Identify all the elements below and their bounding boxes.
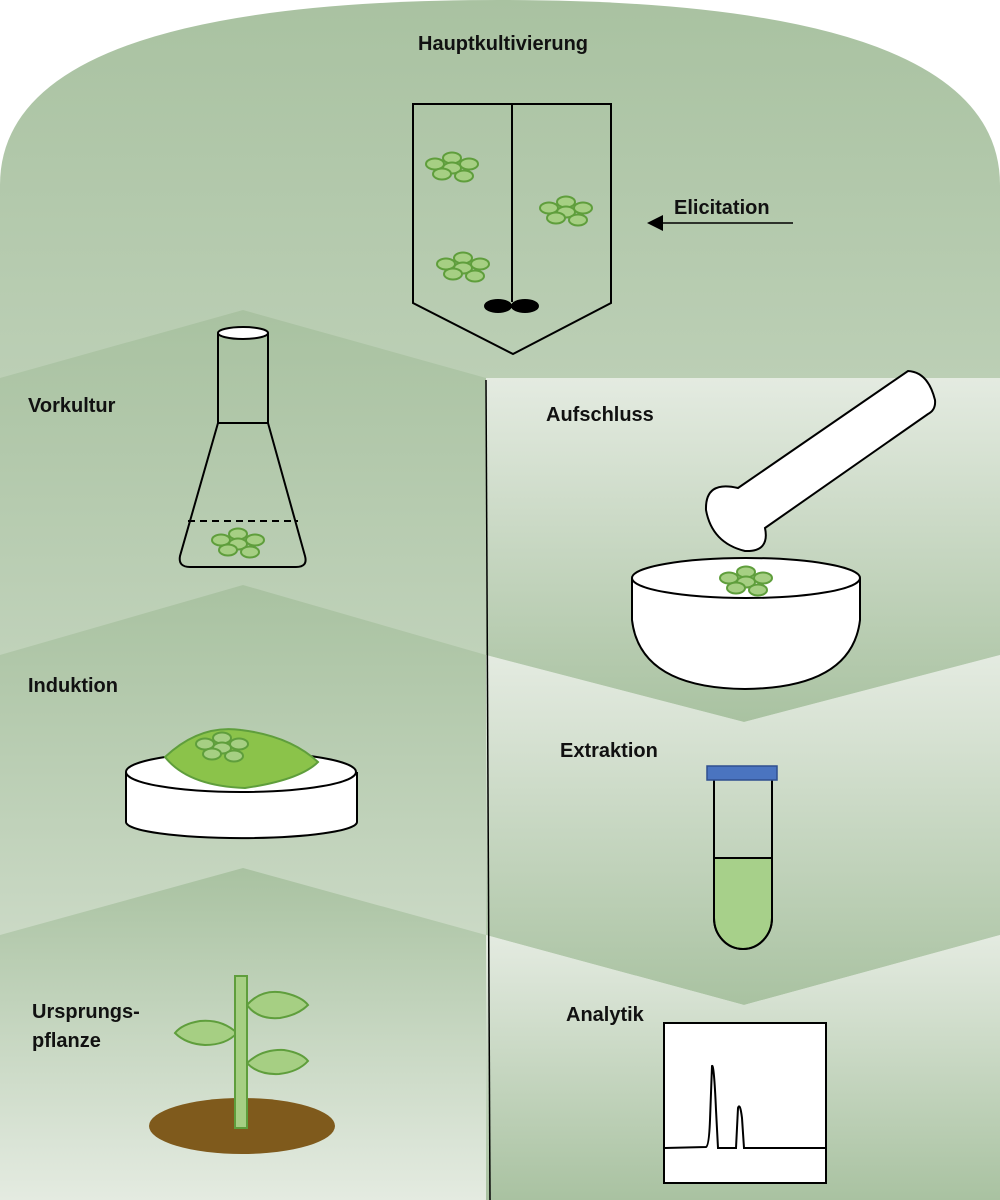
cell-icon	[443, 267, 463, 281]
leaf-icon	[245, 1048, 310, 1076]
label-hauptkultivierung: Hauptkultivierung	[418, 33, 589, 55]
test-tube-icon	[706, 765, 778, 950]
cell-cluster	[436, 251, 490, 283]
cell-icon	[459, 157, 479, 171]
cell-cluster	[211, 527, 265, 559]
cell-icon	[573, 201, 593, 215]
tube-cap-icon	[706, 765, 778, 781]
chromatogram-icon	[663, 1022, 827, 1184]
cell-icon	[229, 737, 249, 751]
cell-icon	[726, 581, 746, 595]
cell-icon	[546, 211, 566, 225]
column-divider	[485, 379, 491, 1200]
cell-icon	[224, 749, 244, 763]
label-induktion: Induktion	[28, 675, 118, 697]
stem-icon	[234, 975, 248, 1129]
cell-icon	[568, 213, 588, 227]
cell-cluster	[195, 731, 249, 763]
cell-icon	[240, 545, 260, 559]
label-elicitation: Elicitation	[674, 197, 770, 219]
plant-icon	[149, 975, 335, 1154]
cell-cluster	[425, 151, 479, 183]
bioreactor-icon	[412, 103, 612, 356]
label-ursprungspflanze-line2: pflanze	[32, 1030, 101, 1052]
cell-icon	[218, 543, 238, 557]
label-vorkultur: Vorkultur	[28, 395, 116, 417]
cell-icon	[432, 167, 452, 181]
label-analytik: Analytik	[566, 1004, 644, 1026]
cell-icon	[202, 747, 222, 761]
cell-icon	[470, 257, 490, 271]
cell-icon	[454, 169, 474, 183]
cell-cluster	[719, 565, 773, 597]
label-extraktion: Extraktion	[560, 740, 658, 762]
cell-icon	[245, 533, 265, 547]
label-aufschluss: Aufschluss	[546, 404, 654, 426]
cell-icon	[753, 571, 773, 585]
band-extraktion	[486, 655, 1000, 1005]
leaf-icon	[245, 990, 310, 1020]
leaf-icon	[173, 1019, 239, 1047]
cell-icon	[748, 583, 768, 597]
cell-icon	[465, 269, 485, 283]
cell-cluster	[539, 195, 593, 227]
erlenmeyer-flask-icon	[178, 326, 307, 568]
label-ursprungspflanze-line1: Ursprungs-	[32, 1001, 140, 1023]
elicitation-arrow-icon	[647, 215, 793, 231]
